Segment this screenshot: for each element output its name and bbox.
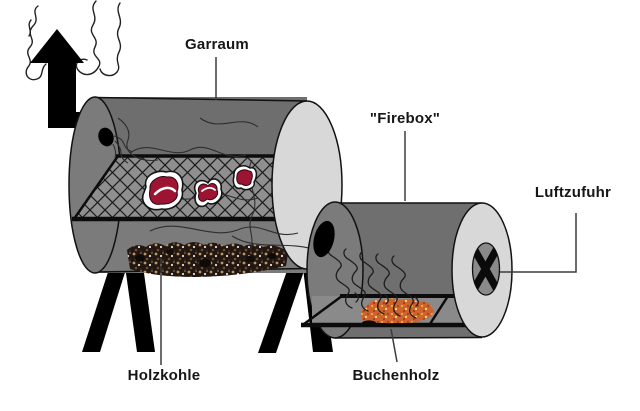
luftzufuhr-leader-line: [500, 213, 577, 273]
leg-front-left: [82, 266, 127, 352]
meat-piece-medium: [193, 178, 223, 208]
legs: [82, 266, 333, 353]
chimney-arrow-icon: [30, 29, 86, 128]
air-vent-icon: [471, 242, 501, 296]
leg-front-right: [258, 268, 305, 353]
firebox-heat-lines: [327, 245, 419, 319]
label-holzkohle: Holzkohle: [127, 367, 201, 384]
charcoal-bed: [127, 242, 288, 277]
buchenholz-leader-line: [390, 328, 398, 363]
cooking-chamber: [68, 96, 343, 277]
leg-back-left: [125, 266, 155, 352]
label-buchenholz: Buchenholz: [352, 367, 440, 384]
meat-pieces: [141, 165, 258, 211]
leader-lines: [160, 57, 577, 365]
chimney-opening: [98, 127, 114, 147]
firebox-chamber: [301, 201, 513, 339]
meat-piece-small: [232, 165, 258, 191]
label-firebox: "Firebox": [369, 110, 441, 127]
firebox-opening: [313, 220, 335, 258]
label-luftzufuhr: Luftzufuhr: [534, 184, 612, 201]
label-garraum: Garraum: [185, 36, 249, 53]
smoke-icon: [25, 0, 122, 81]
meat-piece-large: [141, 170, 184, 211]
